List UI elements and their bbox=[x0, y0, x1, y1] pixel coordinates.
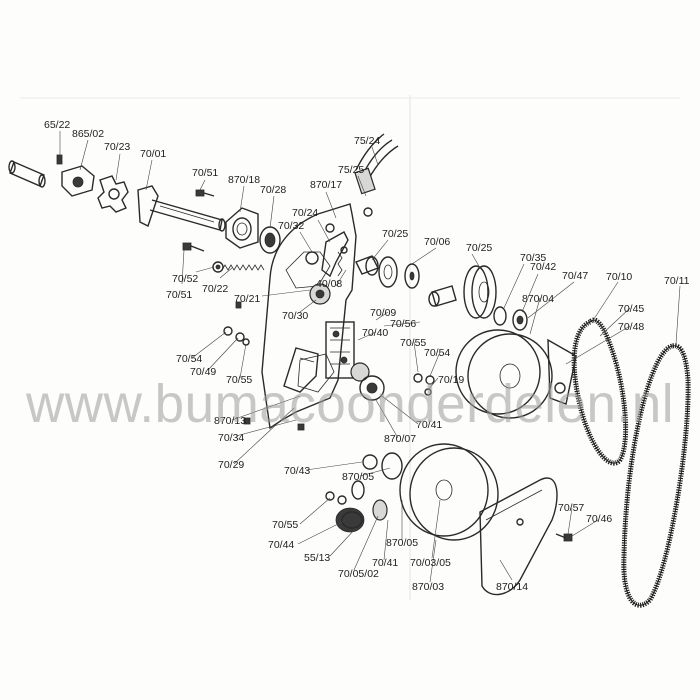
coupling-hub bbox=[61, 165, 95, 197]
label-70-34: 70/34 bbox=[218, 432, 244, 444]
label-870-07: 870/07 bbox=[384, 433, 416, 445]
label-75-24: 75/24 bbox=[354, 135, 380, 147]
leader-lines bbox=[59, 131, 681, 583]
label-70-21: 70/21 bbox=[234, 293, 260, 305]
label-65-22: 65/22 bbox=[44, 119, 70, 131]
double-pulley bbox=[463, 265, 497, 319]
label-70-55-right: 70/55 bbox=[400, 337, 426, 349]
label-870-17: 870/17 bbox=[310, 179, 342, 191]
pinion bbox=[350, 362, 385, 401]
label-70-57: 70/57 bbox=[558, 502, 584, 514]
label-70-03-05: 70/03/05 bbox=[410, 557, 451, 569]
tension-arm bbox=[547, 338, 577, 405]
label-70-25-right: 70/25 bbox=[466, 242, 492, 254]
bearing bbox=[493, 306, 528, 331]
label-70-05-02: 70/05/02 bbox=[338, 568, 379, 580]
label-70-43: 70/43 bbox=[284, 465, 310, 477]
label-870-13: 870/13 bbox=[214, 415, 246, 427]
v-belt-70-10 bbox=[571, 317, 629, 466]
guard-bolt bbox=[555, 533, 573, 542]
label-70-19: 70/19 bbox=[438, 374, 464, 386]
ball-bearing bbox=[259, 226, 281, 254]
label-70-32: 70/32 bbox=[278, 220, 304, 232]
clutch-bracket bbox=[283, 347, 319, 393]
label-70-54-left: 70/54 bbox=[176, 353, 202, 365]
rubber-coupling bbox=[97, 175, 129, 213]
label-870-03: 870/03 bbox=[412, 581, 444, 593]
small-bolts bbox=[223, 301, 305, 431]
part-labels: 65/22 865/02 70/23 70/01 70/51 870/18 70… bbox=[44, 119, 690, 593]
label-40-08: 40/08 bbox=[316, 278, 342, 290]
nut bbox=[212, 261, 224, 273]
label-70-41-lower: 70/41 bbox=[372, 557, 398, 569]
label-70-28: 70/28 bbox=[260, 184, 286, 196]
large-pulley-lower bbox=[399, 443, 499, 541]
bolt bbox=[195, 189, 215, 197]
label-870-04: 870/04 bbox=[522, 293, 554, 305]
label-70-25-left: 70/25 bbox=[382, 228, 408, 240]
label-55-13: 55/13 bbox=[304, 552, 330, 564]
label-70-48: 70/48 bbox=[618, 321, 644, 333]
label-70-06: 70/06 bbox=[424, 236, 450, 248]
label-75-25: 75/25 bbox=[338, 164, 364, 176]
set-screw bbox=[56, 154, 63, 165]
tension-spring bbox=[221, 264, 265, 271]
label-70-54-right: 70/54 bbox=[424, 347, 450, 359]
cable-bracket bbox=[354, 133, 399, 217]
lower-gear-stack bbox=[325, 452, 403, 533]
label-70-10: 70/10 bbox=[606, 271, 632, 283]
watermark-text: www.bumacoonderdelen.nl bbox=[25, 374, 674, 434]
label-70-52: 70/52 bbox=[172, 273, 198, 285]
label-70-09: 70/09 bbox=[370, 307, 396, 319]
label-70-46: 70/46 bbox=[586, 513, 612, 525]
small-pulley bbox=[378, 256, 398, 288]
belt-guard bbox=[479, 477, 558, 596]
label-70-56: 70/56 bbox=[390, 318, 416, 330]
large-pulley-upper bbox=[455, 329, 553, 419]
gear-set bbox=[325, 321, 355, 379]
label-70-24: 70/24 bbox=[292, 207, 318, 219]
label-70-30: 70/30 bbox=[282, 310, 308, 322]
label-70-23: 70/23 bbox=[104, 141, 130, 153]
label-70-22: 70/22 bbox=[202, 283, 228, 295]
label-870-05-upper: 870/05 bbox=[342, 471, 374, 483]
label-70-29: 70/29 bbox=[218, 459, 244, 471]
label-70-55-left: 70/55 bbox=[226, 374, 252, 386]
washer bbox=[404, 263, 420, 289]
label-70-55-bottom: 70/55 bbox=[272, 519, 298, 531]
v-belt-70-11 bbox=[621, 343, 691, 608]
bearing-flange bbox=[225, 207, 259, 249]
label-70-49: 70/49 bbox=[190, 366, 216, 378]
label-70-40: 70/40 bbox=[362, 327, 388, 339]
tension-lever bbox=[321, 231, 349, 278]
sleeve bbox=[428, 285, 457, 307]
spacer-bushing bbox=[355, 255, 379, 276]
label-70-42: 70/42 bbox=[530, 261, 556, 273]
label-70-41-upper: 70/41 bbox=[416, 419, 442, 431]
idler-gear bbox=[309, 283, 331, 305]
label-870-05-lower: 870/05 bbox=[386, 537, 418, 549]
label-70-51-left: 70/51 bbox=[166, 289, 192, 301]
label-870-14: 870/14 bbox=[496, 581, 528, 593]
label-70-35: 70/35 bbox=[520, 252, 546, 264]
label-70-44: 70/44 bbox=[268, 539, 294, 551]
label-70-45: 70/45 bbox=[618, 303, 644, 315]
label-865-02: 865/02 bbox=[72, 128, 104, 140]
label-70-47: 70/47 bbox=[562, 270, 588, 282]
label-70-11: 70/11 bbox=[664, 275, 690, 287]
label-70-51-top: 70/51 bbox=[192, 167, 218, 179]
label-70-01: 70/01 bbox=[140, 148, 166, 160]
bolt bbox=[182, 242, 205, 252]
shaft-sleeve bbox=[8, 160, 46, 188]
drive-shaft bbox=[137, 185, 226, 232]
label-870-18: 870/18 bbox=[228, 174, 260, 186]
